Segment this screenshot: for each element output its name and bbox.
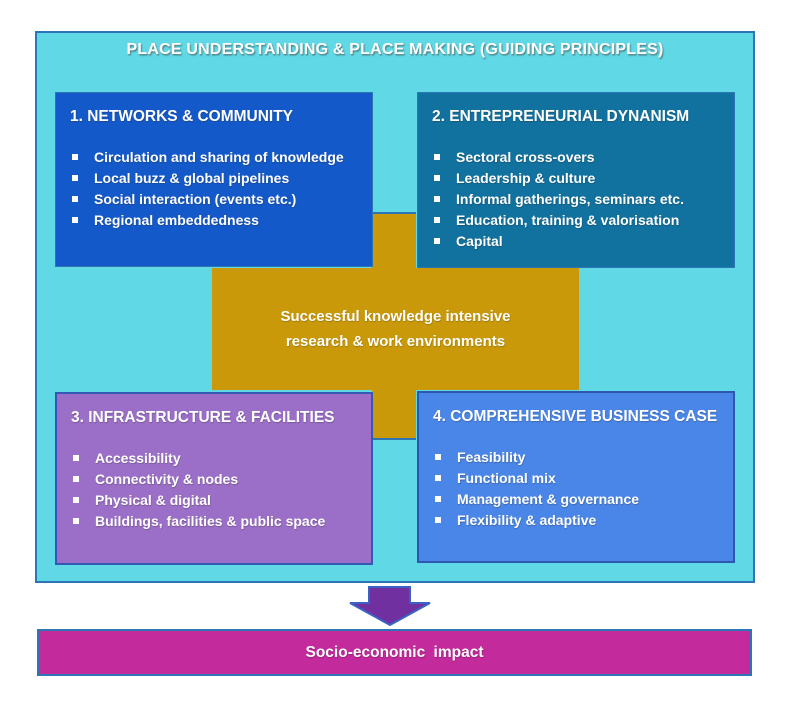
square-bullet-icon (434, 154, 440, 160)
square-bullet-icon (73, 518, 79, 524)
square-bullet-icon (434, 196, 440, 202)
bullet-label: Local buzz & global pipelines (94, 170, 290, 186)
bullet-label: Physical & digital (95, 492, 211, 508)
box-networks-community: 1. NETWORKS & COMMUNITY Circulation and … (55, 92, 373, 267)
bullet-item: Regional embeddedness (70, 210, 360, 230)
bullet-label: Connectivity & nodes (95, 471, 239, 487)
bullet-label: Buildings, facilities & public space (95, 513, 326, 529)
bullet-list: Sectoral cross-overs Leadership & cultur… (432, 147, 722, 251)
square-bullet-icon (73, 476, 79, 482)
impact-label: Socio-economic impact (305, 643, 484, 661)
bullet-label: Flexibility & adaptive (457, 512, 597, 528)
bullet-item: Education, training & valorisation (432, 210, 722, 230)
bullet-item: Management & governance (433, 489, 721, 509)
box-heading: 4. COMPREHENSIVE BUSINESS CASE (433, 408, 718, 425)
square-bullet-icon (73, 497, 79, 503)
bullet-list: Accessibility Connectivity & nodes Physi… (71, 448, 359, 531)
bullet-item: Physical & digital (71, 490, 359, 510)
bullet-list: Feasibility Functional mix Management & … (433, 447, 721, 530)
square-bullet-icon (435, 517, 441, 523)
square-bullet-icon (435, 475, 441, 481)
bullet-label: Accessibility (95, 450, 181, 466)
square-bullet-icon (435, 454, 441, 460)
guiding-principles-panel: PLACE UNDERSTANDING & PLACE MAKING (GUID… (35, 31, 755, 583)
square-bullet-icon (435, 496, 441, 502)
square-bullet-icon (434, 238, 440, 244)
center-cross-horizontal-bar: Successful knowledge intensive research … (212, 268, 579, 390)
center-statement: Successful knowledge intensive research … (280, 308, 511, 350)
square-bullet-icon (72, 196, 78, 202)
panel-title: PLACE UNDERSTANDING & PLACE MAKING (GUID… (126, 41, 664, 58)
box-comprehensive-business-case: 4. COMPREHENSIVE BUSINESS CASE Feasibili… (417, 391, 735, 563)
bullet-item: Capital (432, 231, 722, 251)
box-heading: 3. INFRASTRUCTURE & FACILITIES (71, 409, 335, 426)
bullet-label: Sectoral cross-overs (456, 149, 595, 165)
bullet-label: Capital (456, 233, 503, 249)
bullet-label: Social interaction (events etc.) (94, 191, 297, 207)
bullet-item: Social interaction (events etc.) (70, 189, 360, 209)
bullet-label: Education, training & valorisation (456, 212, 680, 228)
bullet-item: Flexibility & adaptive (433, 510, 721, 530)
bullet-label: Regional embeddedness (94, 212, 259, 228)
bullet-item: Leadership & culture (432, 168, 722, 188)
bullet-item: Accessibility (71, 448, 359, 468)
box-infrastructure-facilities: 3. INFRASTRUCTURE & FACILITIES Accessibi… (55, 392, 373, 565)
bullet-item: Circulation and sharing of knowledge (70, 147, 360, 167)
bullet-item: Informal gatherings, seminars etc. (432, 189, 722, 209)
down-arrow-shape (349, 586, 431, 627)
impact-bar: Socio-economic impact (37, 629, 752, 676)
down-arrow-icon (349, 586, 431, 627)
bullet-item: Functional mix (433, 468, 721, 488)
box-entrepreneurial-dynamism: 2. ENTREPRENEURIAL DYNANISM Sectoral cro… (417, 92, 735, 268)
bullet-label: Management & governance (457, 491, 640, 507)
box-heading: 1. NETWORKS & COMMUNITY (70, 108, 294, 125)
bullet-label: Functional mix (457, 470, 556, 486)
bullet-label: Feasibility (457, 449, 526, 465)
bullet-list: Circulation and sharing of knowledge Loc… (70, 147, 360, 230)
square-bullet-icon (72, 175, 78, 181)
bullet-item: Feasibility (433, 447, 721, 467)
bullet-label: Leadership & culture (456, 170, 596, 186)
square-bullet-icon (434, 217, 440, 223)
bullet-label: Circulation and sharing of knowledge (94, 149, 344, 165)
box-heading: 2. ENTREPRENEURIAL DYNANISM (432, 108, 690, 125)
square-bullet-icon (72, 154, 78, 160)
bullet-item: Buildings, facilities & public space (71, 511, 359, 531)
bullet-item: Local buzz & global pipelines (70, 168, 360, 188)
bullet-item: Connectivity & nodes (71, 469, 359, 489)
bullet-item: Sectoral cross-overs (432, 147, 722, 167)
bullet-label: Informal gatherings, seminars etc. (456, 191, 684, 207)
square-bullet-icon (434, 175, 440, 181)
square-bullet-icon (73, 455, 79, 461)
square-bullet-icon (72, 217, 78, 223)
